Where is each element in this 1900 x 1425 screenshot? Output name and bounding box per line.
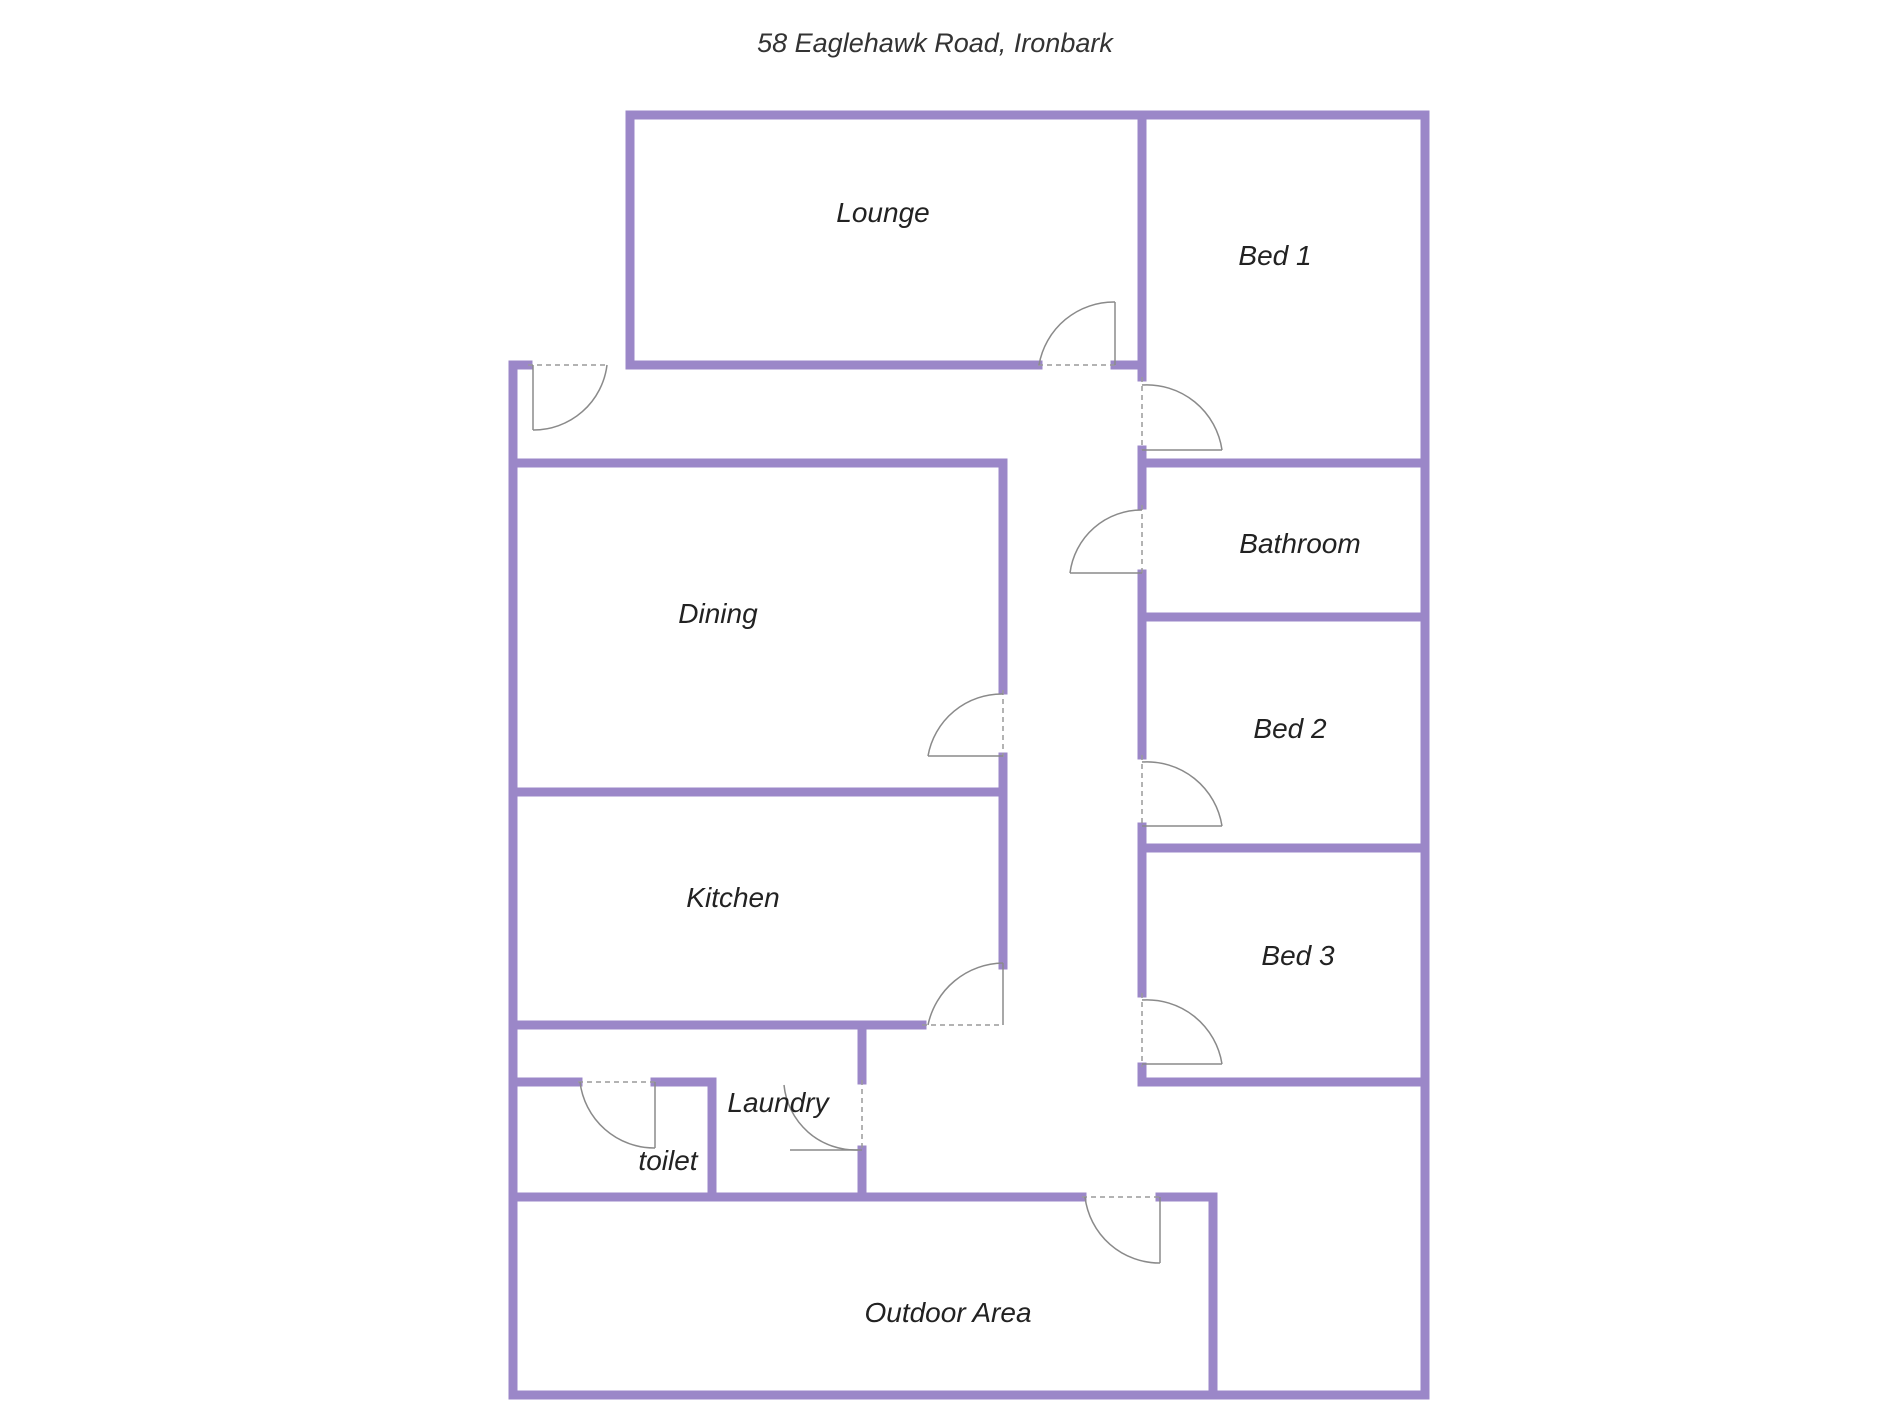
door-dining	[927, 693, 1004, 757]
door-laundry	[783, 1084, 862, 1151]
room-label-lounge: Lounge	[836, 197, 929, 228]
door-bed2	[1141, 761, 1223, 827]
door-lounge	[1038, 301, 1116, 366]
door-swings	[532, 301, 1223, 1264]
room-label-dining: Dining	[678, 598, 758, 629]
room-label-bed1: Bed 1	[1238, 240, 1311, 271]
door-bathroom	[1069, 509, 1143, 574]
door-entry	[532, 364, 608, 431]
room-label-kitchen: Kitchen	[686, 882, 779, 913]
door-thresholds	[528, 364, 1160, 1198]
door-bed3	[1141, 999, 1223, 1065]
door-bed1	[1141, 384, 1223, 451]
room-label-bed2: Bed 2	[1253, 713, 1327, 744]
door-kitchen	[927, 962, 1004, 1026]
door-outdoor	[1084, 1196, 1161, 1264]
room-label-outdoor: Outdoor Area	[864, 1297, 1031, 1328]
room-label-bathroom: Bathroom	[1239, 528, 1360, 559]
room-label-toilet: toilet	[638, 1145, 698, 1176]
walls	[508, 110, 1430, 1400]
door-toilet	[579, 1081, 656, 1149]
room-label-laundry: Laundry	[727, 1087, 830, 1118]
room-labels: Lounge Bed 1 Bathroom Dining Bed 2 Kitch…	[638, 197, 1360, 1328]
plan-title: 58 Eaglehawk Road, Ironbark	[757, 28, 1114, 58]
room-label-bed3: Bed 3	[1261, 940, 1335, 971]
